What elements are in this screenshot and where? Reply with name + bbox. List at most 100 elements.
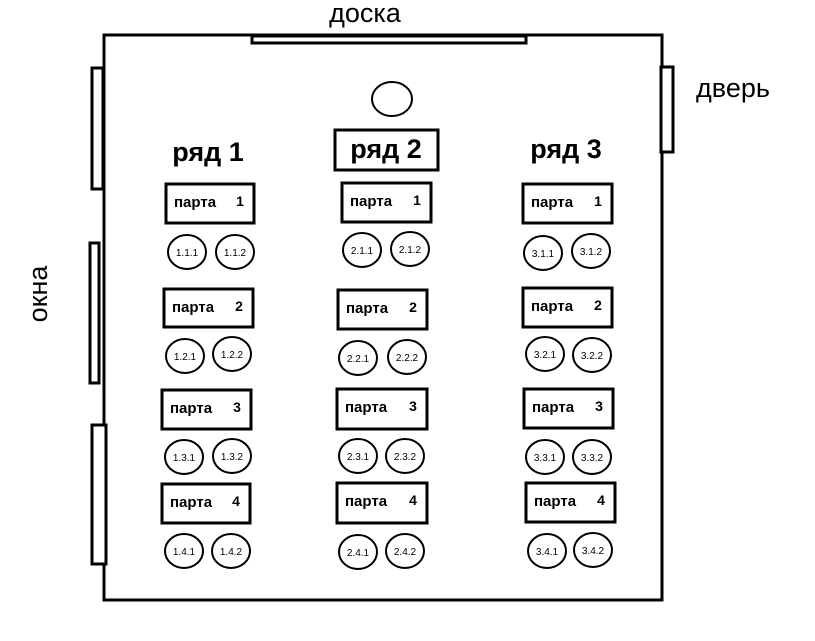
seat-label: 2.3.1 [347,452,370,463]
seat-circle [573,532,613,568]
desk-number: 3 [233,399,241,415]
desk-box [521,286,614,329]
desk-box [164,182,256,225]
seat-circle [212,336,252,372]
seat-circle [164,439,204,475]
door-label: дверь [696,73,770,103]
desk-number: 4 [597,492,605,508]
seat: 1.1.1 [167,234,207,270]
seat-circle [385,438,425,474]
seat-label: 1.2.1 [174,352,197,363]
seat: 3.4.1 [527,533,567,569]
seat: 3.4.2 [573,532,613,568]
row-2-title: ряд 2 [350,134,422,164]
window-2 [88,241,101,385]
desk-word: парта [346,300,389,317]
seat-label: 2.1.1 [351,246,374,257]
desk-word: парта [172,299,215,316]
desk-number: 4 [232,493,240,509]
seat-label: 1.1.1 [176,248,199,259]
seat: 2.4.1 [338,534,378,570]
teacher-seat [371,81,413,117]
seat: 3.2.2 [572,337,612,373]
seat-label: 3.3.1 [534,453,557,464]
seat: 3.3.2 [572,439,612,475]
seat-label: 3.2.1 [534,350,557,361]
windows-label: окна [23,265,53,323]
desk-box [336,288,429,331]
desk-word: парта [534,493,577,510]
desk-word: парта [170,400,213,417]
desk-box [335,387,429,431]
seat: 2.2.1 [338,340,378,376]
seat: 3.3.1 [525,439,565,475]
desk-box [335,481,429,525]
seat: 2.4.2 [385,533,425,569]
seat: 2.3.1 [338,438,378,474]
seat-label: 2.3.2 [394,452,417,463]
seat: 3.1.2 [571,233,611,269]
desk-r3-2: парта 2 3.2.1 3.2.2 [521,286,614,373]
desk-box [160,388,253,431]
desk-r1-2: парта 2 1.2.1 1.2.2 [162,287,255,374]
desk-r1-1: парта 1 1.1.1 1.1.2 [164,182,256,270]
board [250,34,528,45]
seat: 1.2.1 [165,338,205,374]
seat-circle [165,338,205,374]
seat: 1.3.1 [164,439,204,475]
door [659,65,675,154]
row-1-title: ряд 1 [172,137,244,167]
seat-label: 3.4.2 [582,546,605,557]
desk-word: парта [531,298,574,315]
seat-label: 1.2.2 [221,350,244,361]
desk-word: парта [174,194,217,211]
seat-label: 2.4.1 [347,548,370,559]
seat-label: 2.4.2 [394,547,417,558]
desk-box [162,287,255,329]
seat: 1.2.2 [212,336,252,372]
desk-word: парта [531,194,574,211]
seat-label: 1.1.2 [224,248,247,259]
seat-circle [523,235,563,271]
desk-word: парта [170,494,213,511]
seat: 2.3.2 [385,438,425,474]
seat-circle [212,438,252,474]
desk-r3-4: парта 4 3.4.1 3.4.2 [524,481,617,569]
seat: 3.2.1 [525,336,565,372]
seat-label: 1.3.1 [173,453,196,464]
seat-label: 3.1.2 [580,247,603,258]
seat: 1.1.2 [215,234,255,270]
seat: 2.2.2 [387,339,427,375]
desk-number: 2 [594,297,602,313]
seat-circle [338,340,378,376]
row-3-title: ряд 3 [530,134,602,164]
desk-number: 1 [236,193,244,209]
seat-circle [164,533,204,569]
seat: 1.4.1 [164,533,204,569]
seat-circle [571,233,611,269]
desk-number: 2 [409,299,417,315]
seat-circle [387,339,427,375]
desks-layer: парта 1 1.1.1 1.1.2 парта 2 1.2.1 1.2.2 парта 3 1.… [160,181,617,570]
desk-number: 2 [235,298,243,314]
seat-label: 3.3.2 [581,453,604,464]
desk-box [521,182,614,225]
window-1 [90,66,105,191]
seat-label: 3.4.1 [536,547,559,558]
seat: 1.3.2 [212,438,252,474]
seat-circle [527,533,567,569]
desk-box [160,482,252,525]
seat: 1.4.2 [211,533,251,569]
seat-label: 3.2.2 [581,351,604,362]
seat-circle [342,232,382,268]
seat-circle [338,534,378,570]
board-label: доска [329,0,402,28]
desk-box [340,181,433,224]
seat-circle [525,439,565,475]
seat-circle [390,231,430,267]
seat-circle [572,439,612,475]
